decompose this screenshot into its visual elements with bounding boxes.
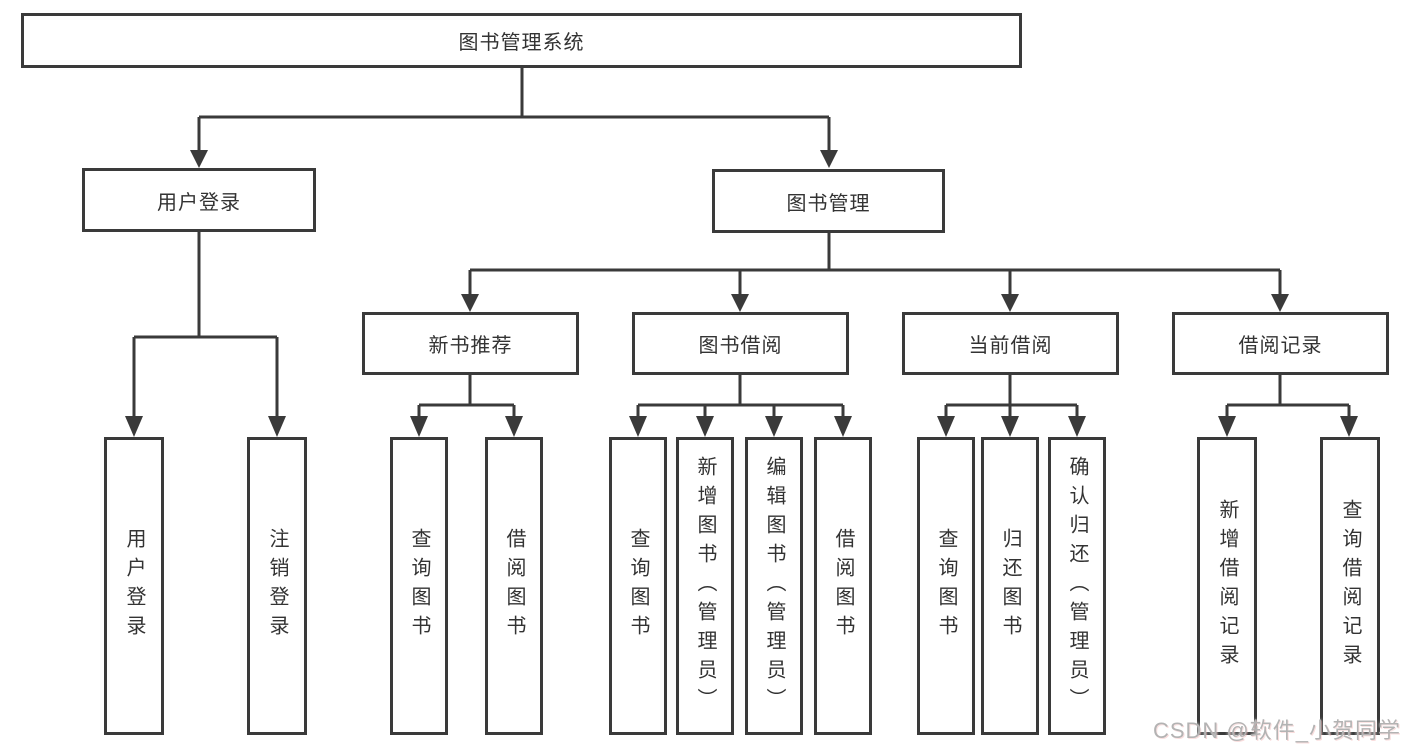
node-leaf-borrow-books: 借阅图书: [814, 437, 872, 735]
node-leaf-confirm-return-admin-label: 确认归还（管理员）: [1066, 455, 1088, 717]
node-leaf-current-query-books-label: 查询图书: [935, 528, 957, 644]
node-borrowing-records: 借阅记录: [1172, 312, 1389, 375]
node-user-login: 用户登录: [82, 168, 316, 232]
node-leaf-query-borrow-record-label: 查询借阅记录: [1339, 499, 1361, 673]
node-leaf-user-login-label: 用户登录: [123, 528, 145, 644]
node-new-book-recommendation: 新书推荐: [362, 312, 579, 375]
node-leaf-return-books: 归还图书: [981, 437, 1039, 735]
node-book-borrowing: 图书借阅: [632, 312, 849, 375]
node-library-system: 图书管理系统: [21, 13, 1022, 68]
node-leaf-add-books-admin-label: 新增图书（管理员）: [694, 455, 716, 717]
node-leaf-add-books-admin: 新增图书（管理员）: [676, 437, 734, 735]
node-leaf-user-login: 用户登录: [104, 437, 164, 735]
node-leaf-recommend-query-books: 查询图书: [390, 437, 448, 735]
node-leaf-current-query-books: 查询图书: [917, 437, 975, 735]
node-current-borrowing: 当前借阅: [902, 312, 1119, 375]
node-book-borrowing-label: 图书借阅: [698, 335, 783, 357]
watermark: CSDN @软件_小贺同学: [1152, 718, 1401, 743]
node-leaf-borrow-books-label: 借阅图书: [832, 528, 854, 644]
node-leaf-edit-books-admin: 编辑图书（管理员）: [745, 437, 803, 735]
node-leaf-edit-books-admin-label: 编辑图书（管理员）: [763, 455, 785, 717]
node-new-book-recommendation-label: 新书推荐: [428, 335, 513, 357]
node-leaf-recommend-borrow-books: 借阅图书: [485, 437, 543, 735]
node-book-management: 图书管理: [712, 169, 945, 233]
node-leaf-logout: 注销登录: [247, 437, 307, 735]
node-user-login-label: 用户登录: [157, 191, 241, 214]
node-leaf-logout-label: 注销登录: [266, 528, 288, 644]
node-leaf-recommend-query-books-label: 查询图书: [408, 528, 430, 644]
node-book-management-label: 图书管理: [786, 192, 871, 215]
node-borrowing-records-label: 借阅记录: [1238, 335, 1323, 357]
node-leaf-confirm-return-admin: 确认归还（管理员）: [1048, 437, 1106, 735]
node-current-borrowing-label: 当前借阅: [968, 335, 1053, 357]
node-library-system-label: 图书管理系统: [458, 32, 585, 54]
node-leaf-query-borrow-record: 查询借阅记录: [1320, 437, 1380, 735]
node-leaf-recommend-borrow-books-label: 借阅图书: [503, 528, 525, 644]
node-leaf-add-borrow-record: 新增借阅记录: [1197, 437, 1257, 735]
node-leaf-return-books-label: 归还图书: [999, 528, 1021, 644]
node-leaf-borrowing-query-books-label: 查询图书: [627, 528, 649, 644]
node-leaf-borrowing-query-books: 查询图书: [609, 437, 667, 735]
node-leaf-add-borrow-record-label: 新增借阅记录: [1216, 499, 1238, 673]
